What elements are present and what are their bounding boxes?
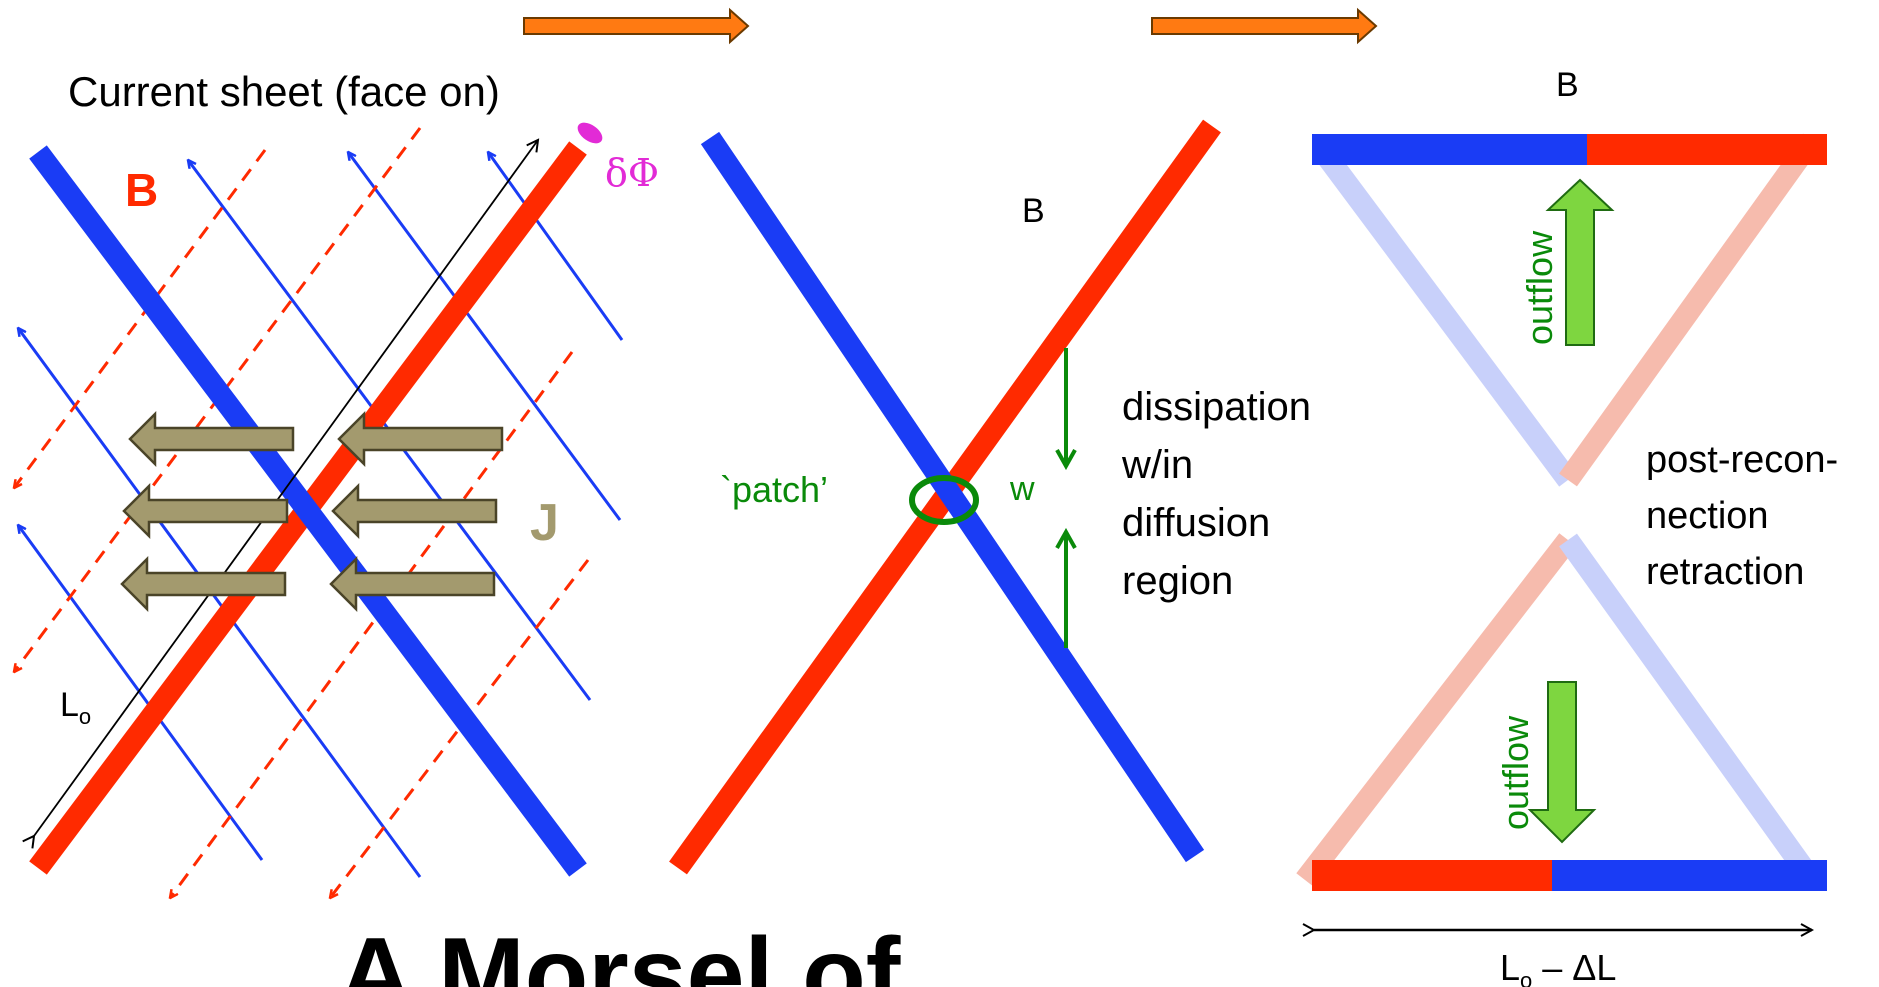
transition-arrow-1 [523, 7, 750, 45]
middle-field-label: B [1022, 192, 1045, 230]
slide-title: A Morsel of [338, 917, 901, 987]
dissipation-line-4: region [1122, 559, 1233, 603]
flux-label: δΦ [605, 151, 659, 195]
middle-blue-line [700, 131, 1205, 863]
flux-tube-ellipse [577, 122, 603, 144]
bottom-bar-blue [1552, 860, 1827, 891]
top-bar-blue [1312, 134, 1587, 165]
retracted-length-label: Lo – ΔL [1500, 947, 1616, 987]
top-bar-red [1587, 134, 1827, 165]
retraction-line-2: nection [1646, 495, 1769, 537]
dissipation-line-3: diffusion [1122, 501, 1270, 545]
retraction-line-3: retraction [1646, 551, 1804, 593]
current-sheet-title: Current sheet (face on) [68, 68, 500, 115]
diffusion-patch-ellipse [909, 475, 979, 525]
outflow-arrow-up [1545, 178, 1615, 346]
current-label: J [530, 494, 559, 552]
left-length-label: Lo [60, 686, 91, 729]
outflow-top-label: outflow [1519, 230, 1560, 345]
left-panel: Current sheet (face on) B J δΦ Lo [14, 68, 659, 898]
outflow-arrow-down [1527, 681, 1597, 844]
retraction-line-1: post-recon- [1646, 439, 1838, 481]
faded-reconnected-lines [1296, 133, 1821, 887]
bottom-bar-red [1312, 860, 1552, 891]
middle-panel: B `patch’ w dissipation w/in diffusion r… [669, 119, 1311, 875]
left-field-label: B [125, 164, 158, 216]
dissipation-line-1: dissipation [1122, 385, 1311, 429]
patch-label: `patch’ [720, 469, 828, 510]
current-arrows [120, 410, 504, 613]
width-label: w [1009, 470, 1035, 508]
transition-arrow-2 [1151, 7, 1378, 45]
right-field-label: B [1556, 66, 1579, 104]
dissipation-line-2: w/in [1121, 443, 1193, 487]
length-double-arrow [34, 140, 538, 836]
outflow-bottom-label: outflow [1495, 715, 1536, 830]
right-panel: outflow outflow B post-recon- nection re… [1296, 66, 1838, 987]
